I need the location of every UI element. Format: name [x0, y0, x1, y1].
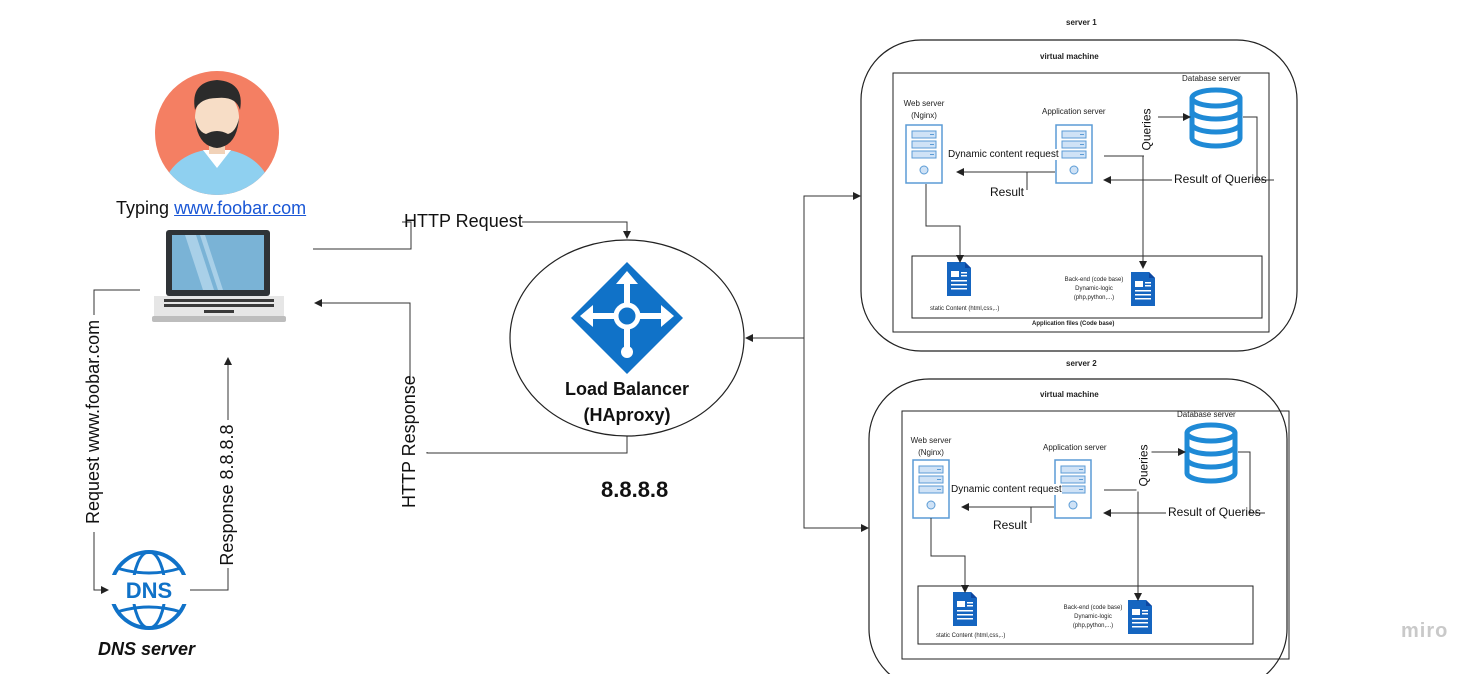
- typing-prefix: Typing: [116, 198, 170, 218]
- server-1-static-doc-icon: [947, 262, 971, 296]
- server-1-database-icon: [1192, 90, 1240, 146]
- server-1-backend-3: (php,python,...): [1073, 295, 1115, 301]
- server-2-backend-2: Dynamic-logic: [1074, 614, 1112, 620]
- user-avatar-icon: [155, 71, 279, 195]
- dns-icon-text: DNS: [125, 578, 173, 603]
- server-1-vm-box: [892, 72, 1270, 333]
- server-2-queries-label: Queries: [1136, 439, 1152, 492]
- server-2-connectors: [930, 448, 1265, 601]
- server-1-title: server 1: [1066, 18, 1097, 27]
- http-response-connector: [314, 299, 628, 454]
- miro-watermark: miro: [1401, 620, 1449, 642]
- server-2-dynamic-request: Dynamic content request: [951, 484, 1062, 495]
- server-2-result-label: Result: [993, 518, 1028, 532]
- server-2-app-label: Application server: [1043, 443, 1107, 452]
- server-1-backend-doc-icon: [1131, 272, 1155, 306]
- server-1-static-content: static Content (html,css,..): [930, 306, 1000, 312]
- server-2-vm-label: virtual machine: [1040, 390, 1099, 399]
- http-request-connector: [313, 221, 631, 250]
- server-2-vm-box: [901, 410, 1290, 660]
- server-1-queries-label: Queries: [1139, 103, 1155, 156]
- dns-globe-icon: [108, 550, 190, 630]
- http-response-label: HTTP Response: [399, 375, 419, 508]
- server-1-web-label-1: Web server: [903, 99, 945, 108]
- server-1-files-label: Application files (Code base): [1032, 321, 1115, 327]
- server-1-files-box: [911, 255, 1263, 319]
- server-2-frame: [868, 378, 1288, 674]
- typing-url-link[interactable]: www.foobar.com: [174, 198, 307, 218]
- dns-request-label: Request www.foobar.com: [83, 319, 103, 524]
- server-2-db-label: Database server: [1177, 410, 1236, 419]
- server-1-result-label: Result: [990, 185, 1025, 199]
- http-request-label: HTTP Request: [404, 211, 523, 231]
- server-1-frame: [860, 39, 1298, 352]
- server-2-static-doc-icon: [953, 592, 977, 626]
- load-balancer-subtitle: (HAproxy): [583, 405, 671, 425]
- typing-caption: Typing www.foobar.com: [116, 198, 306, 219]
- server-2-result-of-queries: Result of Queries: [1168, 505, 1261, 519]
- server-2-static-content: static Content (html,css,..): [936, 633, 1006, 639]
- server-1-vm-label: virtual machine: [1040, 52, 1099, 61]
- load-balancer-title: Load Balancer: [564, 379, 690, 399]
- dns-request-connector: [93, 289, 140, 594]
- load-balancer-icon: [571, 262, 683, 374]
- load-balancer-ip: 8.8.8.8: [601, 477, 669, 502]
- dns-response-connector: [190, 357, 232, 591]
- lb-server-connector: [745, 192, 869, 532]
- server-1-dynamic-request: Dynamic content request: [948, 149, 1059, 160]
- server-2-title: server 2: [1066, 359, 1097, 368]
- server-1-backend-1: Back-end (code base): [1064, 277, 1124, 283]
- server-1-app-label: Application server: [1042, 107, 1106, 116]
- server-1-backend-2: Dynamic-logic: [1075, 286, 1113, 292]
- server-2-web-label-2: (Nginx): [918, 448, 944, 457]
- laptop-icon: [152, 230, 286, 322]
- dns-response-label: Response 8.8.8.8: [217, 424, 237, 566]
- server-1-web-server-icon: [905, 124, 943, 184]
- server-1-connectors: [925, 113, 1274, 269]
- server-2-backend-doc-icon: [1128, 600, 1152, 634]
- server-2-backend-3: (php,python,...): [1072, 623, 1114, 629]
- server-1-result-of-queries: Result of Queries: [1174, 172, 1267, 186]
- dns-server-label: DNS server: [98, 639, 196, 659]
- server-2-web-label-1: Web server: [910, 436, 952, 445]
- server-2-web-server-icon: [912, 459, 950, 519]
- server-1-app-server-icon: [1055, 124, 1093, 184]
- server-1-web-label-2: (Nginx): [911, 111, 937, 120]
- server-2-files-box: [917, 585, 1254, 645]
- server-2-backend-1: Back-end (code base): [1063, 605, 1123, 611]
- server-1-db-label: Database server: [1182, 74, 1241, 83]
- server-2-database-icon: [1187, 425, 1235, 481]
